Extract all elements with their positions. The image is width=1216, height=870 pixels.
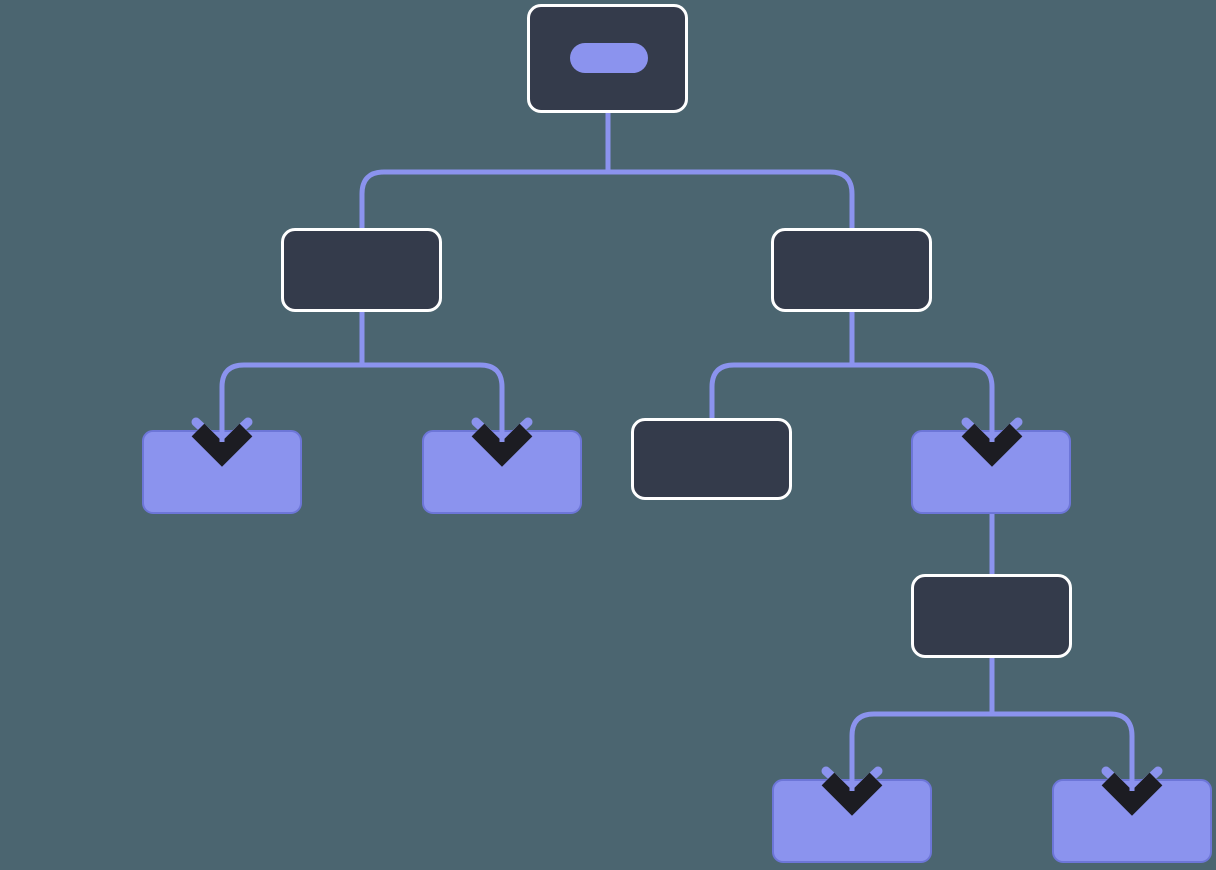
tree-node-n0[interactable] — [527, 4, 688, 113]
node-pill-badge — [570, 43, 648, 73]
tree-node-n5[interactable] — [631, 418, 792, 500]
tree-node-n4[interactable] — [422, 430, 582, 514]
tree-node-n1[interactable] — [281, 228, 442, 312]
tree-node-n3[interactable] — [142, 430, 302, 514]
tree-node-n7[interactable] — [911, 574, 1072, 658]
tree-node-n8[interactable] — [772, 779, 932, 863]
tree-node-n9[interactable] — [1052, 779, 1212, 863]
tree-node-n6[interactable] — [911, 430, 1071, 514]
tree-node-n2[interactable] — [771, 228, 932, 312]
